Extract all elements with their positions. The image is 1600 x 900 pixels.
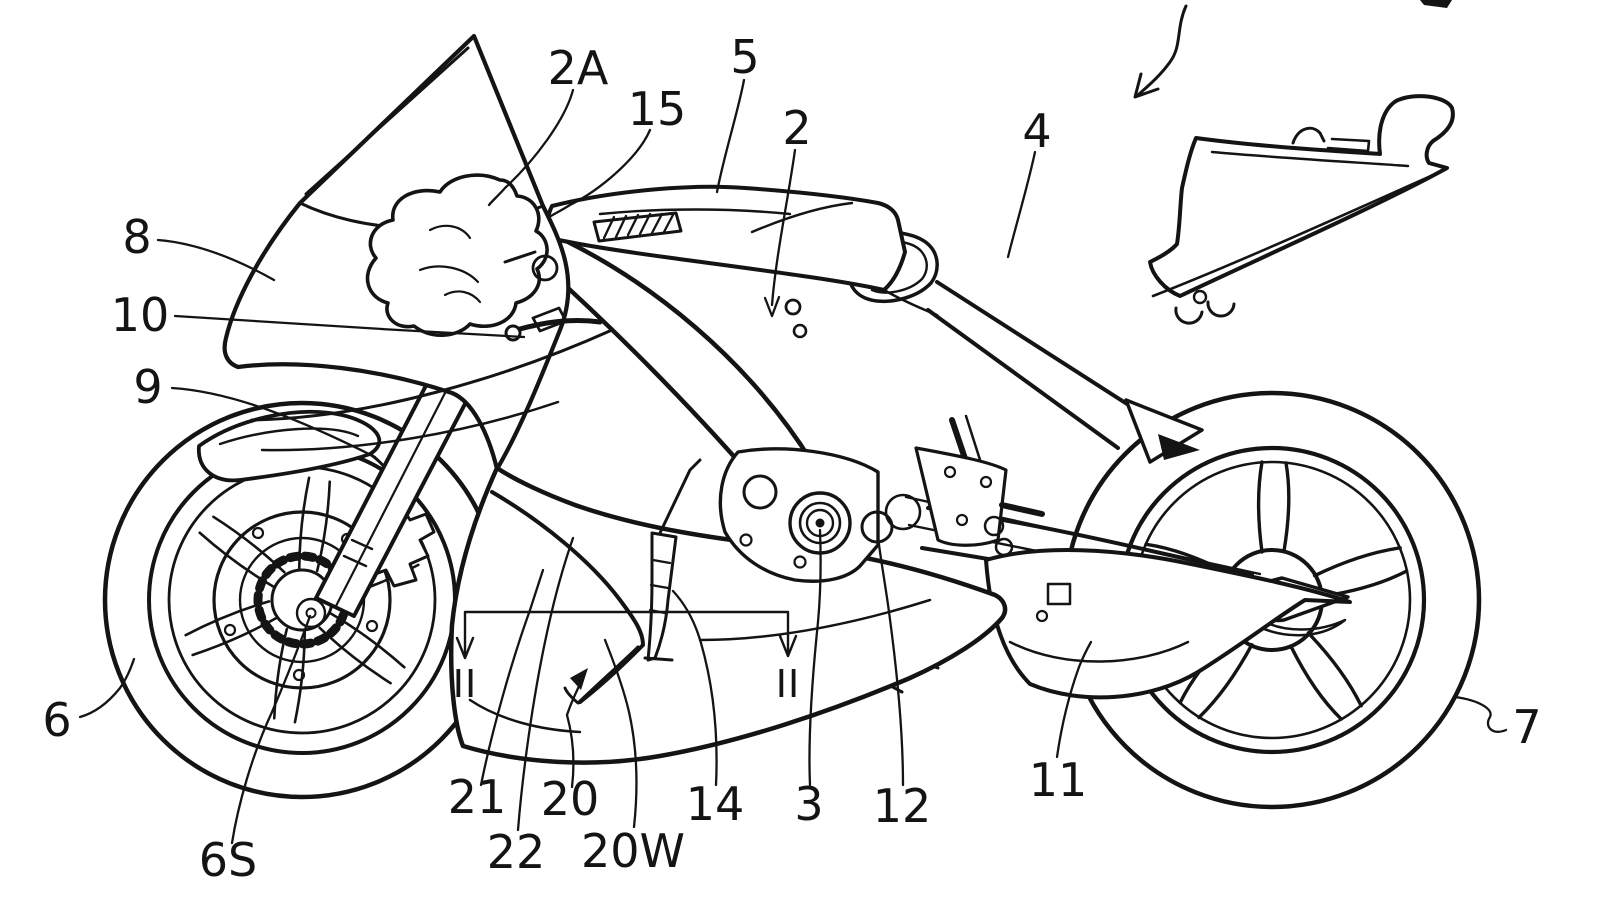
stand-strut xyxy=(643,458,702,662)
steering-damper xyxy=(531,254,559,282)
windscreen xyxy=(304,46,470,196)
tank-vent xyxy=(592,211,683,243)
label-20W: 20W xyxy=(581,824,685,878)
fuel-tank-cover xyxy=(545,184,939,339)
leader-2-arrowhead-icon xyxy=(763,295,781,318)
wheel-speed-sensor xyxy=(295,597,327,629)
label-10: 10 xyxy=(111,288,170,342)
rear-subframe xyxy=(914,280,1204,557)
tail-cowl xyxy=(1148,94,1455,325)
label-2: 2 xyxy=(782,101,811,155)
leader-22 xyxy=(516,536,575,832)
label-2A: 2A xyxy=(548,41,609,95)
section-arrow-right-icon xyxy=(778,634,798,658)
front-brake-disc xyxy=(212,510,392,690)
leader-20 xyxy=(565,713,575,789)
label-12: 12 xyxy=(873,779,932,833)
leader-2 xyxy=(770,148,797,307)
main-frame xyxy=(541,239,894,583)
figure-arrow xyxy=(1133,4,1188,99)
cropped-figure-number-fragment xyxy=(1420,0,1452,8)
label-section-right: II xyxy=(776,662,800,706)
label-6S: 6S xyxy=(199,833,257,887)
leader-lines xyxy=(78,78,1508,845)
tail-top-tab xyxy=(1291,126,1326,145)
leader-5 xyxy=(715,78,746,194)
leader-8 xyxy=(156,238,276,282)
label-4: 4 xyxy=(1022,104,1051,158)
belly-pan xyxy=(448,465,1008,765)
label-15: 15 xyxy=(628,82,687,136)
cowl-flow-arrowhead-icon xyxy=(570,668,588,690)
label-section-left: II xyxy=(453,662,477,706)
leader-11 xyxy=(1055,640,1093,759)
leader-10 xyxy=(173,314,526,339)
label-21: 21 xyxy=(448,770,507,824)
label-20: 20 xyxy=(541,772,600,826)
leader-14 xyxy=(671,589,718,787)
leader-6 xyxy=(78,657,136,719)
footpeg xyxy=(999,502,1045,517)
label-7: 7 xyxy=(1512,700,1541,754)
section-line-II xyxy=(455,610,798,660)
label-6: 6 xyxy=(42,693,71,747)
leader-21 xyxy=(479,568,545,787)
label-11: 11 xyxy=(1029,753,1088,807)
side-cowl-edge xyxy=(490,490,645,704)
label-3: 3 xyxy=(794,777,823,831)
leader-7 xyxy=(1453,695,1508,733)
reference-numerals: 2A 15 5 2 4 8 10 9 6 6S 21 22 20 20W 14 … xyxy=(42,30,1541,887)
leader-20W xyxy=(603,638,638,829)
leader-2A xyxy=(487,88,575,207)
label-5: 5 xyxy=(730,30,759,84)
rear-lower-cowl xyxy=(984,548,1352,700)
leader-3 xyxy=(808,528,822,787)
leader-15 xyxy=(549,128,652,218)
leader-12 xyxy=(876,534,905,787)
leader-9 xyxy=(170,386,377,459)
section-arrow-left-icon xyxy=(455,636,475,660)
label-8: 8 xyxy=(122,210,151,264)
handlebar xyxy=(513,317,603,333)
leader-4 xyxy=(1006,150,1037,259)
leader-6S xyxy=(230,614,312,845)
engine-mount-bolt xyxy=(860,510,894,544)
instrument-cluster xyxy=(365,173,603,342)
front-sprocket xyxy=(884,493,922,531)
front-wheel xyxy=(102,400,502,800)
label-9: 9 xyxy=(133,360,162,414)
footpeg-bracket xyxy=(914,446,1008,547)
label-14: 14 xyxy=(686,777,745,831)
label-22: 22 xyxy=(487,825,546,879)
figure-arrowhead-icon xyxy=(1133,72,1160,99)
bar-end xyxy=(504,324,522,342)
